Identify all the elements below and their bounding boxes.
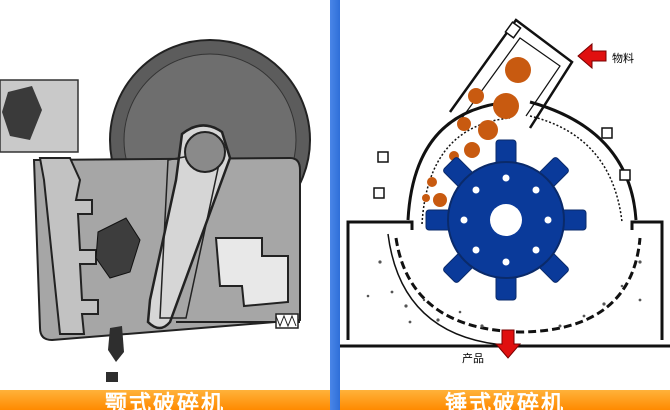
product-label: 产品: [462, 351, 484, 365]
panel-divider: [330, 0, 340, 410]
jaw-crusher-panel: 颚式破碎机: [0, 0, 330, 410]
material-label: 物料: [612, 51, 634, 65]
jaw-crusher-diagram: [0, 39, 311, 382]
ore-particles: [422, 57, 531, 219]
hammer-crusher-caption: 锤式破碎机: [444, 392, 565, 410]
hammer-crusher-diagram: 物料 产品: [340, 18, 670, 365]
feed-hopper: [448, 18, 574, 129]
hammer-rotor: [425, 139, 587, 301]
jaw-crusher-caption-bar: 颚式破碎机: [0, 390, 330, 410]
hammer-crusher-panel: 物料 产品 锤式破碎机: [340, 0, 670, 410]
crusher-housing: [340, 100, 670, 348]
product-output-arrow: [494, 329, 522, 359]
inset-box: [0, 79, 79, 153]
material-input-arrow: [577, 42, 607, 70]
jaw-crusher-caption: 颚式破碎机: [104, 392, 225, 410]
hammer-crusher-caption-bar: 锤式破碎机: [340, 390, 670, 410]
crusher-frame: [32, 124, 301, 382]
fine-product-dots: [366, 260, 642, 328]
